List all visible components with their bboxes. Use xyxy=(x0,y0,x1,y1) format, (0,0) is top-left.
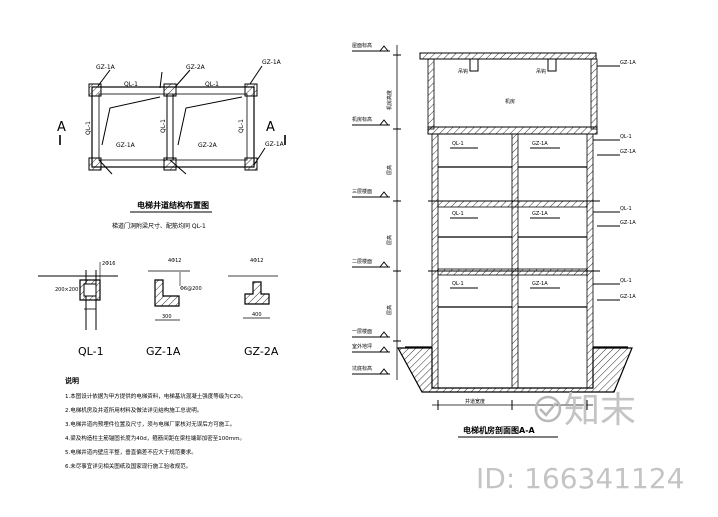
hook-right: 吊钩 xyxy=(536,68,546,75)
gz1a-width: 300 xyxy=(162,314,172,320)
right-label-4: QL-1 xyxy=(620,206,632,212)
hook-left: 吊钩 xyxy=(458,68,468,75)
note-1: 1.本图设计依据为甲方提供的电梯资料，电梯基坑混凝土强度等级为C20。 xyxy=(65,392,246,400)
detail-gz1a xyxy=(148,270,190,321)
gz2a-width: 400 xyxy=(252,312,262,318)
right-label-3: GZ-1A xyxy=(620,149,636,155)
detail-title-ql1: QL-1 xyxy=(78,345,104,358)
watermark-id: ID: 166341124 xyxy=(476,462,684,495)
level-roof: 屋面标高 xyxy=(352,42,372,49)
detail-title-gz2a: GZ-2A xyxy=(244,345,279,358)
inner-label-3: QL-1 xyxy=(452,211,464,217)
section-mark-right: A xyxy=(266,120,275,135)
level-1f: 一层楼面 xyxy=(352,328,372,335)
ql1-top-bars: 2Φ16 xyxy=(102,261,115,267)
structural-plan xyxy=(59,65,286,175)
section-mark-left: A xyxy=(57,120,66,135)
level-outdoor: 室外地坪 xyxy=(352,343,372,350)
label-gz1a-tl: GZ-1A xyxy=(96,64,116,71)
watermark-logo-text: 知末 xyxy=(564,390,636,431)
section-labels: 屋面标高 机房标高 三层楼面 二层楼面 一层楼面 室外地坪 坑底标高 机房高度 … xyxy=(352,42,636,435)
label-ql1-left-v: QL-1 xyxy=(85,121,92,135)
plan-title: 电梯井道结构布置图 xyxy=(137,200,209,210)
gz2a-top-bars: 4Φ12 xyxy=(250,258,263,264)
level-2f: 二层楼面 xyxy=(352,258,372,265)
inner-label-6: GZ-1A xyxy=(532,281,548,287)
note-3: 3.电梯井道内预埋件位置及尺寸，须与电梯厂家核对无误后方可施工。 xyxy=(65,420,235,428)
section-aa xyxy=(352,45,633,410)
ql1-section: 200×200 xyxy=(55,287,78,293)
detail-title-gz1a: GZ-1A xyxy=(146,345,181,358)
right-label-2: QL-1 xyxy=(620,134,632,140)
detail-ql1 xyxy=(38,262,118,330)
dim-storey-2: 层高 xyxy=(386,235,393,245)
inner-label-2: GZ-1A xyxy=(532,141,548,147)
label-ql1-right-top: QL-1 xyxy=(205,81,219,88)
plan-note: 梯道门洞附梁尺寸、配筋均同 QL-1 xyxy=(112,222,206,230)
level-machine: 机房标高 xyxy=(352,116,372,123)
dim-storey-3: 层高 xyxy=(386,165,393,175)
label-ql1-left-top: QL-1 xyxy=(124,81,138,88)
right-label-5: GZ-1A xyxy=(620,220,636,226)
bottom-dim-label: 井道宽度 xyxy=(465,398,485,405)
note-5: 5.电梯井道内壁应平整，垂直偏差不应大于规范要求。 xyxy=(65,448,197,456)
label-gz1a-tr: GZ-1A xyxy=(262,59,282,66)
gz1a-top-bars: 4Φ12 xyxy=(168,258,181,264)
design-notes: 说明 1.本图设计依据为甲方提供的电梯资料，电梯基坑混凝土强度等级为C20。 2… xyxy=(65,376,246,470)
detail-gz2a xyxy=(228,275,278,319)
label-gz1a-bl: GZ-1A xyxy=(116,142,136,149)
right-label-6: QL-1 xyxy=(620,278,632,284)
label-gz2a-top: GZ-2A xyxy=(186,64,206,71)
dim-storey-1: 层高 xyxy=(386,305,393,315)
plan-labels: GZ-1A GZ-2A GZ-1A QL-1 QL-1 QL-1 QL-1 QL… xyxy=(57,59,285,230)
notes-heading: 说明 xyxy=(65,376,79,385)
label-ql1-right-v: QL-1 xyxy=(238,119,245,133)
level-3f: 三层楼面 xyxy=(352,188,372,195)
label-gz2a-bm: GZ-2A xyxy=(198,142,218,149)
inner-label-1: QL-1 xyxy=(452,141,464,147)
right-label-1: GZ-1A xyxy=(620,60,636,66)
section-title: 电梯机房剖面图A-A xyxy=(463,425,536,435)
gz1a-side: Φ6@200 xyxy=(180,286,202,292)
watermark: 知末 ID: 166341124 xyxy=(476,390,684,495)
watermark-logo-icon xyxy=(534,395,562,423)
note-4: 4.梁及构造柱主筋锚固长度为40d，箍筋间距在梁柱端部加密至100mm。 xyxy=(65,434,245,442)
dim-machine-room: 机房高度 xyxy=(386,90,393,110)
machine-room-label: 机房 xyxy=(505,98,515,105)
label-ql1-mid-v: QL-1 xyxy=(160,119,167,133)
inner-label-5: QL-1 xyxy=(452,281,464,287)
inner-label-4: GZ-1A xyxy=(532,211,548,217)
right-label-7: GZ-1A xyxy=(620,294,636,300)
note-6: 6.未尽事宜详见相关图纸及国家现行施工验收规范。 xyxy=(65,462,191,470)
note-2: 2.电梯机房及井道所用材料及做法详见结构施工总说明。 xyxy=(65,406,202,414)
level-pit: 坑底标高 xyxy=(352,365,372,372)
label-gz1a-br: GZ-1A xyxy=(265,141,285,148)
